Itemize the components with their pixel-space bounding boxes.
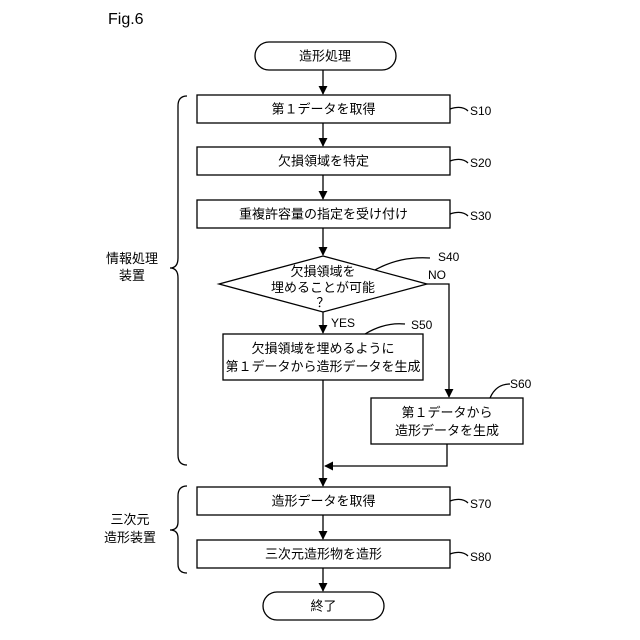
- step-s50-id: S50: [411, 318, 433, 332]
- step-s20-leader: [450, 159, 468, 163]
- step-s40-leader: [375, 258, 430, 270]
- brace-3d-printer: [170, 486, 187, 573]
- step-s10-box: 第１データを取得: [197, 95, 450, 123]
- step-s50-leader: [365, 324, 405, 334]
- figure-label: Fig.6: [108, 11, 144, 28]
- step-s60-line-2: 造形データを生成: [395, 423, 499, 439]
- decision-s40-line-1: 欠損領域を: [290, 264, 355, 280]
- group-info-line-1: 情報処理: [106, 252, 158, 267]
- branch-yes-label: YES: [331, 316, 355, 330]
- step-s30-box: 重複許容量の指定を受け付け: [197, 200, 450, 228]
- step-s60-line-1: 第１データから: [401, 405, 492, 421]
- step-s20-label: 欠損領域を特定: [278, 154, 369, 170]
- step-s50-line-2: 第１データから造形データを生成: [225, 359, 420, 375]
- step-s60-box: 第１データから 造形データを生成: [371, 398, 523, 444]
- end-label: 終了: [310, 599, 336, 615]
- step-s70-leader: [450, 499, 468, 503]
- step-s50-line-1: 欠損領域を埋めるように: [251, 341, 394, 357]
- end-terminal: 終了: [263, 592, 384, 620]
- step-s40-id: S40: [438, 250, 460, 264]
- step-s60-id: S60: [510, 377, 532, 391]
- group-printer-line-2: 造形装置: [104, 531, 156, 546]
- step-s10-label: 第１データを取得: [271, 102, 375, 118]
- step-s70-box: 造形データを取得: [197, 487, 450, 515]
- start-terminal: 造形処理: [255, 42, 396, 70]
- step-s30-id: S30: [470, 209, 492, 223]
- decision-s40-line-2: 埋めることが可能: [271, 281, 375, 296]
- start-label: 造形処理: [299, 50, 351, 65]
- group-info-line-2: 装置: [119, 269, 145, 284]
- decision-s40-line-3: ？: [316, 296, 329, 311]
- step-s10-leader: [450, 107, 468, 111]
- step-s20-id: S20: [470, 156, 492, 170]
- connector-s60-merge: [325, 444, 447, 466]
- connector-s40-no-s60: [427, 284, 449, 397]
- step-s70-label: 造形データを取得: [271, 494, 375, 510]
- brace-info-processing: [170, 96, 187, 465]
- step-s50-box: 欠損領域を埋めるように 第１データから造形データを生成: [223, 334, 423, 380]
- step-s60-leader: [490, 384, 510, 398]
- step-s10-id: S10: [470, 104, 492, 118]
- step-s30-label: 重複許容量の指定を受け付け: [239, 207, 408, 223]
- branch-no-label: NO: [428, 268, 446, 282]
- step-s80-box: 三次元造形物を造形: [197, 540, 450, 568]
- group-printer-line-1: 三次元: [110, 512, 149, 528]
- step-s80-leader: [450, 552, 468, 556]
- step-s30-leader: [450, 212, 468, 216]
- step-s20-box: 欠損領域を特定: [197, 147, 450, 175]
- step-s70-id: S70: [470, 497, 492, 511]
- step-s80-id: S80: [470, 550, 492, 564]
- decision-s40: 欠損領域を 埋めることが可能 ？: [219, 256, 427, 312]
- step-s80-label: 三次元造形物を造形: [265, 547, 382, 563]
